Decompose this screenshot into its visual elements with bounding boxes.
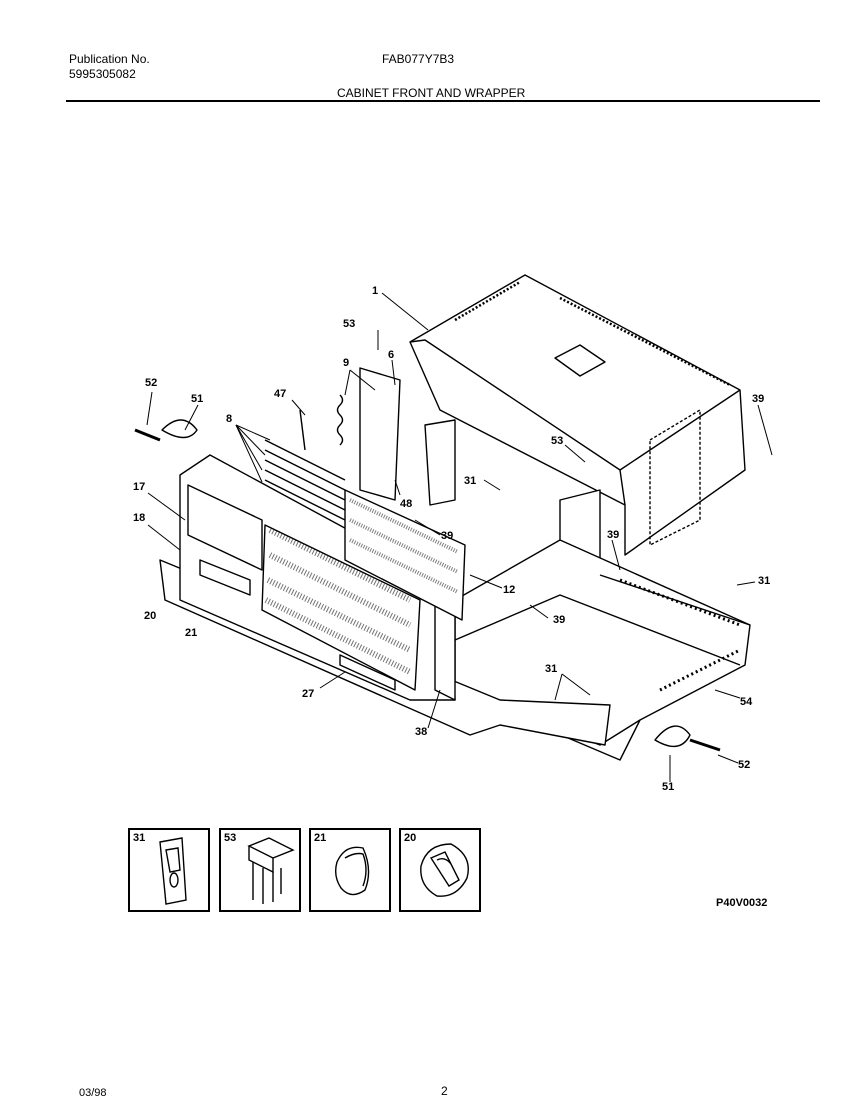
callout-39-top: 39 — [752, 393, 764, 405]
callout-1: 1 — [372, 285, 378, 297]
callout-51: 51 — [191, 393, 203, 405]
callout-39-right: 39 — [607, 529, 619, 541]
detail-box-20: 20 — [399, 828, 481, 912]
callout-39-mid: 39 — [441, 530, 453, 542]
callout-52-right: 52 — [738, 759, 750, 771]
figure-code: P40V0032 — [716, 897, 768, 909]
callout-52: 52 — [145, 377, 157, 389]
callout-8: 8 — [226, 413, 232, 425]
publication-number: 5995305082 — [69, 67, 136, 81]
callout-31-right: 31 — [758, 575, 770, 587]
callout-27: 27 — [302, 688, 314, 700]
section-title: CABINET FRONT AND WRAPPER — [337, 86, 526, 100]
side-foot-right — [654, 725, 691, 748]
knob-icon — [334, 846, 370, 896]
callout-38: 38 — [415, 726, 427, 738]
callout-9: 9 — [343, 357, 349, 369]
leader-lines — [146, 292, 773, 782]
detail-number: 31 — [133, 832, 146, 844]
page-number: 2 — [441, 1084, 448, 1098]
side-foot-left — [161, 419, 198, 439]
callout-48: 48 — [400, 498, 412, 510]
spring-clips — [299, 367, 401, 501]
base-rail — [159, 559, 611, 746]
callout-18: 18 — [133, 512, 145, 524]
callout-47: 47 — [274, 388, 286, 400]
callout-31-lower: 31 — [545, 663, 557, 675]
callout-6: 6 — [388, 349, 394, 361]
publication-label: Publication No. — [69, 52, 150, 66]
clip-icon — [159, 837, 187, 905]
callout-20: 20 — [144, 610, 156, 622]
louver-set — [264, 439, 346, 521]
detail-number: 53 — [224, 832, 237, 844]
bracket-icon — [247, 837, 295, 904]
callout-53-right: 53 — [551, 435, 563, 447]
header-rule — [66, 100, 820, 102]
detail-box-53: 53 — [219, 828, 301, 912]
callout-39-lower: 39 — [553, 614, 565, 626]
callout-21: 21 — [185, 627, 197, 639]
model-number: FAB077Y7B3 — [382, 52, 455, 66]
callout-31-upper: 31 — [464, 475, 476, 487]
front-grille-panel — [179, 454, 456, 701]
detail-number: 20 — [404, 832, 417, 844]
detail-box-31: 31 — [128, 828, 210, 912]
callout-17: 17 — [133, 481, 145, 493]
callout-12: 12 — [503, 584, 515, 596]
screw-right — [689, 738, 721, 752]
knob-pointer-icon — [420, 843, 469, 897]
callout-51-right: 51 — [662, 781, 674, 793]
detail-box-21: 21 — [309, 828, 391, 912]
callout-54: 54 — [740, 696, 753, 708]
filter-screen — [344, 489, 466, 621]
callout-53: 53 — [343, 318, 355, 330]
detail-number: 21 — [314, 832, 327, 844]
screw-left — [134, 428, 161, 442]
footer-date: 03/98 — [79, 1087, 107, 1099]
